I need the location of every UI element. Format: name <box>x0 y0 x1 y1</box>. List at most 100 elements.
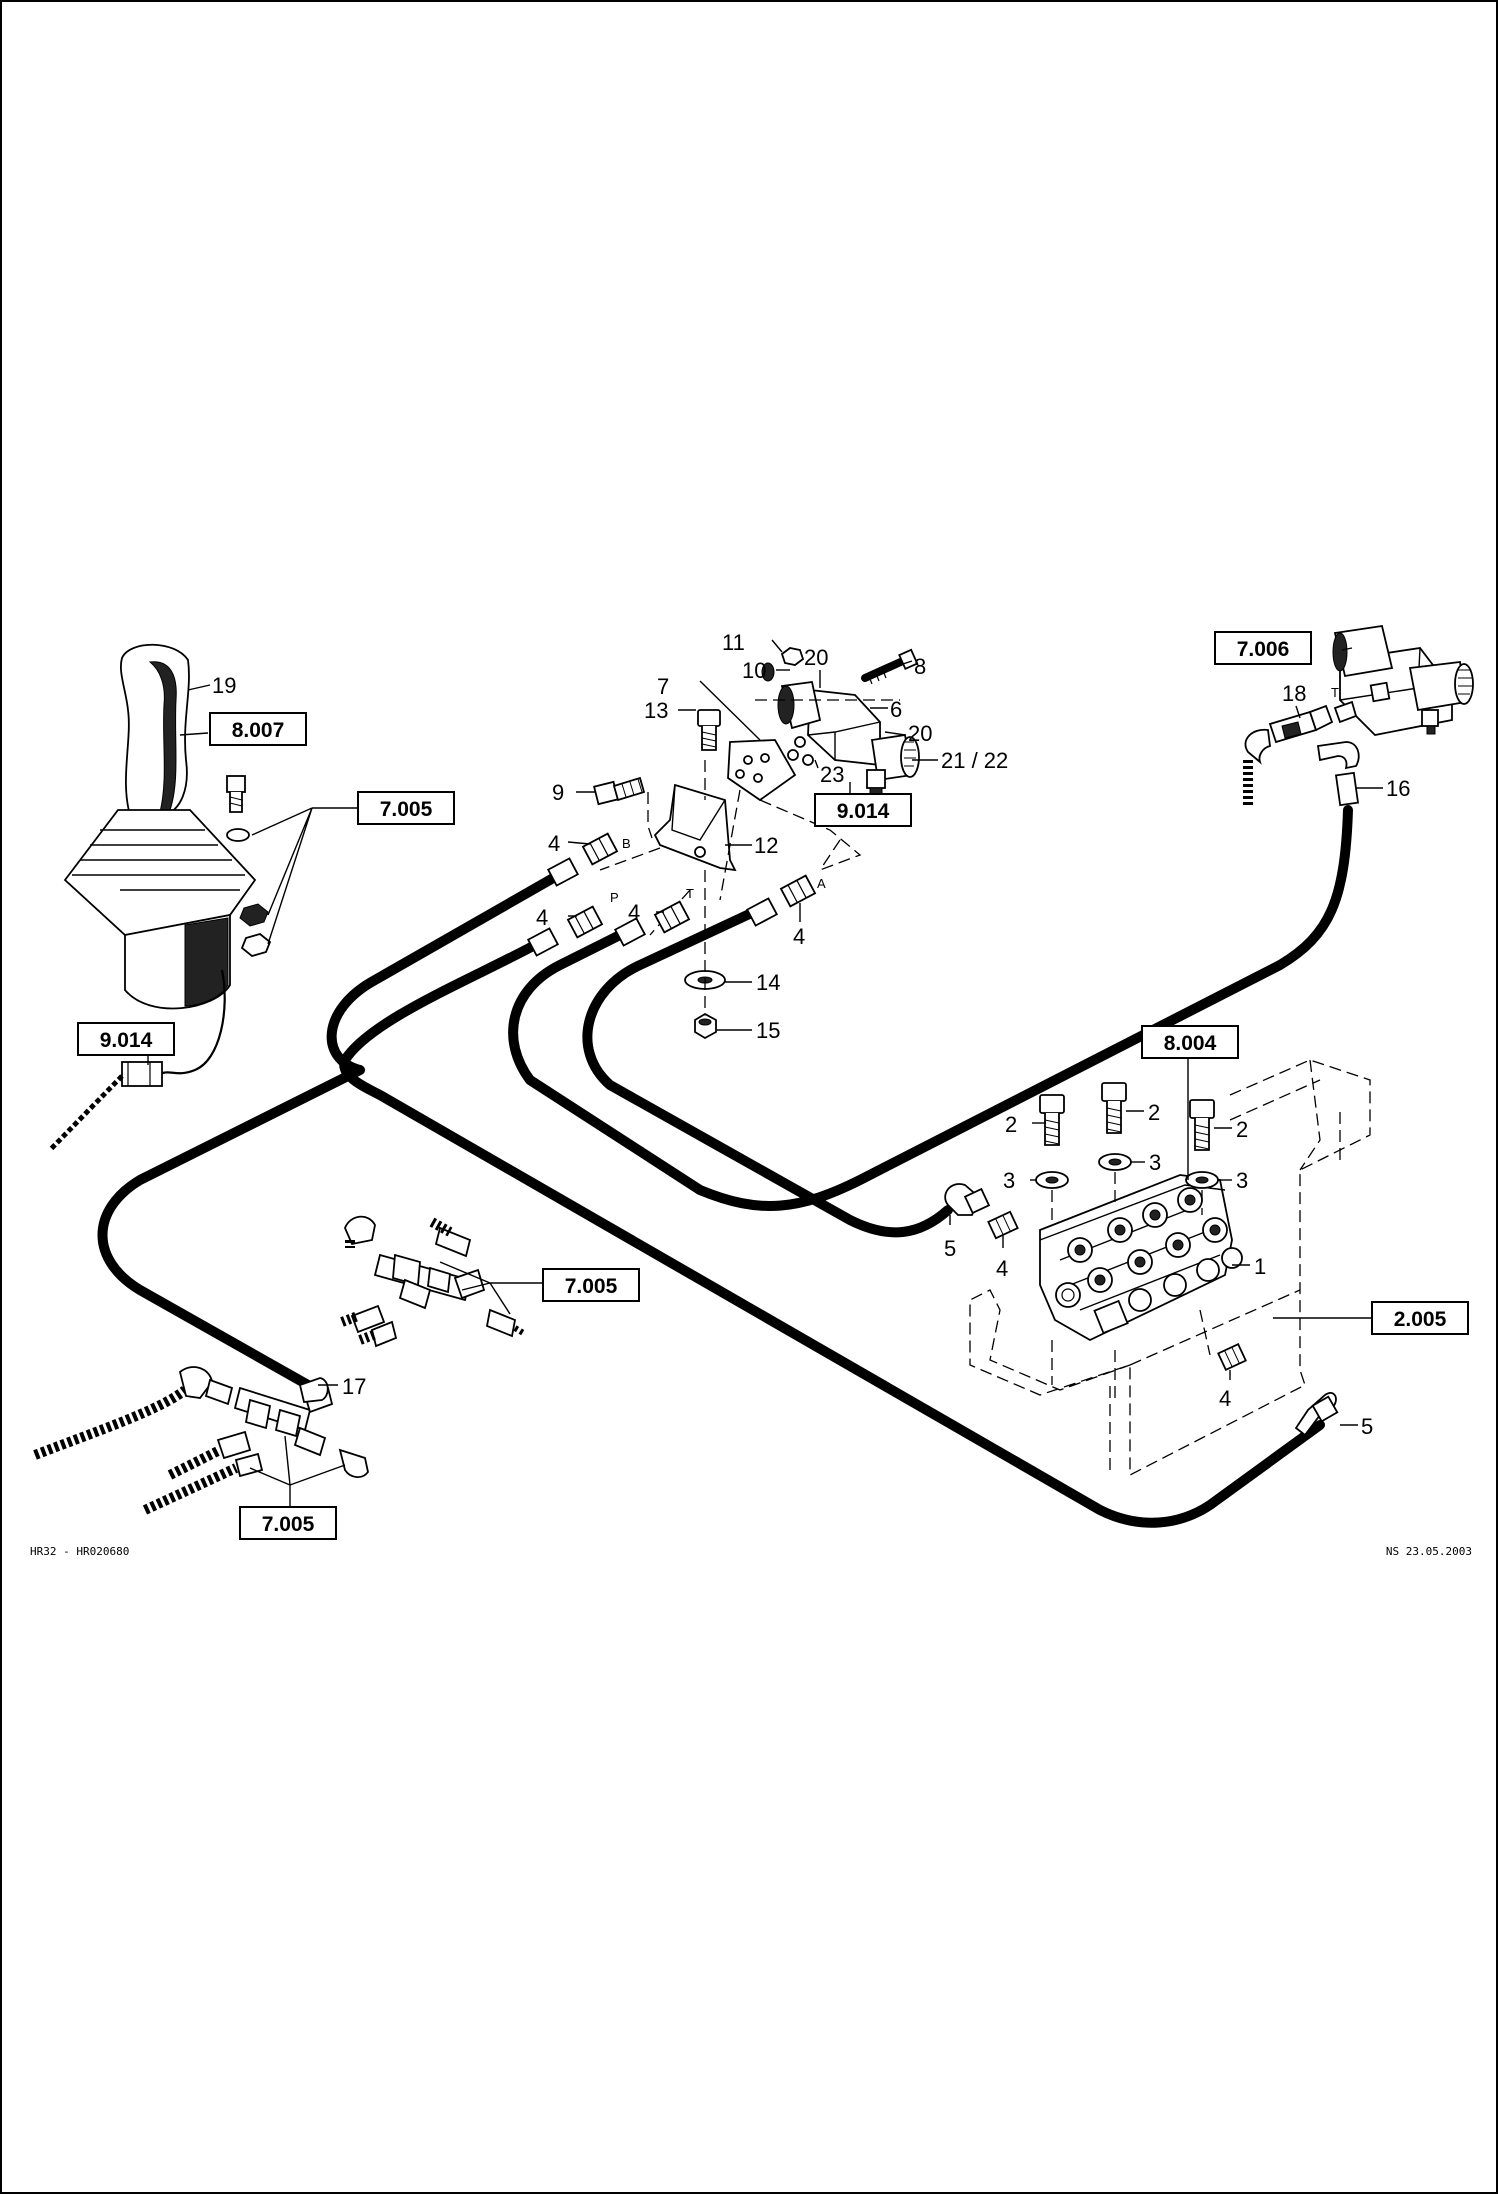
reference-boxes: 8.007 7.005 9.014 9.014 7.006 8.004 7.00… <box>77 631 1469 1540</box>
coil-left-cap <box>777 685 795 725</box>
ref-8004: 8.004 <box>1164 1032 1217 1055</box>
port-P: P <box>610 890 619 905</box>
valve-7006-hose-end <box>1334 771 1360 807</box>
plate-hole <box>694 846 706 858</box>
fitting-A <box>779 874 817 908</box>
nut-11 <box>780 647 805 666</box>
fittings-4 <box>526 832 817 957</box>
elbow-5a <box>944 1183 991 1216</box>
leader-lines <box>147 639 1383 1507</box>
callout-23: 23 <box>820 762 844 787</box>
ref-box-8004 <box>1141 1025 1239 1059</box>
control-valve-assembly <box>944 1059 1371 1477</box>
fitting-B-hose-end <box>546 857 580 887</box>
fitting-B <box>581 832 619 866</box>
footer-date: NS 23.05.2003 <box>1386 1545 1472 1558</box>
callout-5b: 5 <box>1361 1414 1373 1439</box>
callout-19: 19 <box>212 673 236 698</box>
callout-9: 9 <box>552 780 564 805</box>
bolt-13 <box>697 709 721 751</box>
footer-drawing-number: HR32 - HR020680 <box>30 1545 129 1558</box>
callout-6: 6 <box>890 697 902 722</box>
ref-box-7005-joystick <box>357 791 455 825</box>
screw-2b <box>1101 1082 1127 1134</box>
hose-lines <box>97 805 1353 1528</box>
joystick-handle <box>120 643 190 816</box>
o-rings-23 <box>787 736 814 766</box>
valve-body-edges <box>807 721 881 760</box>
hose-A-to-fitting-5a <box>582 905 953 1238</box>
fitting-4-valve-left <box>987 1210 1019 1240</box>
ref-box-8007 <box>209 712 307 746</box>
callout-4-valve-left: 4 <box>996 1256 1008 1281</box>
ref-7005-middle: 7.005 <box>565 1275 618 1298</box>
port-A: A <box>817 876 826 891</box>
callout-4-B: 4 <box>548 831 560 856</box>
callout-14: 14 <box>756 970 780 995</box>
ref-7005-bottom: 7.005 <box>262 1513 315 1536</box>
callout-13: 13 <box>644 698 668 723</box>
joystick-assembly <box>48 643 272 1152</box>
port-letters: B P T A T <box>610 685 1339 905</box>
callout-20-top: 20 <box>804 645 828 670</box>
tee-fitting-18 <box>1243 700 1360 805</box>
joystick-nut-2 <box>240 933 272 957</box>
port-B: B <box>622 836 631 851</box>
assembly-line-top <box>599 699 900 936</box>
fitting-A-hose-end <box>745 897 779 927</box>
hose-B-to-fitting-17 <box>97 868 567 1390</box>
ref-8007: 8.007 <box>232 719 285 742</box>
fitting-P <box>566 905 604 939</box>
callout-16: 16 <box>1386 776 1410 801</box>
fitting-4-valve-bottom <box>1217 1342 1247 1372</box>
nut-15 <box>694 1012 717 1040</box>
callout-labels: 19 11 10 20 8 7 6 13 20 21 / 22 23 9 12 … <box>212 630 1410 1439</box>
callout-8: 8 <box>914 654 926 679</box>
screw-2a <box>1039 1094 1065 1146</box>
solenoid-valve-7006 <box>1243 624 1474 807</box>
ref-9014-valve: 9.014 <box>837 800 890 823</box>
port-T-valve: T <box>1331 685 1339 700</box>
bracket-2005-outline <box>969 1059 1371 1477</box>
fitting-T-hose-end <box>613 917 647 947</box>
assembly-line-plate <box>647 760 862 1010</box>
port-T: T <box>686 886 694 901</box>
ref-7005-joystick: 7.005 <box>380 798 433 821</box>
callout-4-P: 4 <box>536 905 548 930</box>
screw-assembly-lines <box>1051 1172 1211 1400</box>
coil-right-cap <box>900 736 920 778</box>
callout-5a: 5 <box>944 1236 956 1261</box>
ref-box-9014-valve <box>814 793 912 827</box>
coil-right-knurl <box>904 741 916 767</box>
ref-box-7005-bottom <box>239 1506 337 1540</box>
callout-3a: 3 <box>1003 1168 1015 1193</box>
mounting-plate-12 <box>653 783 737 872</box>
callout-4-A: 4 <box>793 924 805 949</box>
callout-17: 17 <box>342 1374 366 1399</box>
ref-2005: 2.005 <box>1394 1308 1447 1331</box>
ref-box-2005 <box>1371 1301 1469 1335</box>
joystick-connector <box>121 1061 163 1087</box>
ref-9014-joystick: 9.014 <box>100 1029 153 1052</box>
callout-3c: 3 <box>1236 1168 1248 1193</box>
ref-box-7006 <box>1214 631 1312 665</box>
bolt-8 <box>861 648 919 685</box>
fitting-T <box>653 900 691 934</box>
ref-box-7005-middle <box>542 1268 640 1302</box>
joystick-connector-detail <box>127 1062 151 1086</box>
callout-20-right: 20 <box>908 721 932 746</box>
screw-2c <box>1189 1099 1215 1151</box>
elbow-5b <box>1294 1392 1339 1437</box>
callout-21-22: 21 / 22 <box>941 748 1008 773</box>
callout-2a: 2 <box>1005 1112 1017 1137</box>
callout-12: 12 <box>754 833 778 858</box>
callout-11: 11 <box>722 630 745 655</box>
callout-1: 1 <box>1254 1254 1266 1279</box>
ref-7006: 7.006 <box>1237 638 1290 661</box>
callout-4-T: 4 <box>628 900 640 925</box>
washer-10 <box>761 662 775 682</box>
bolt-9 <box>593 776 646 806</box>
joystick-base-shade <box>184 917 229 1007</box>
